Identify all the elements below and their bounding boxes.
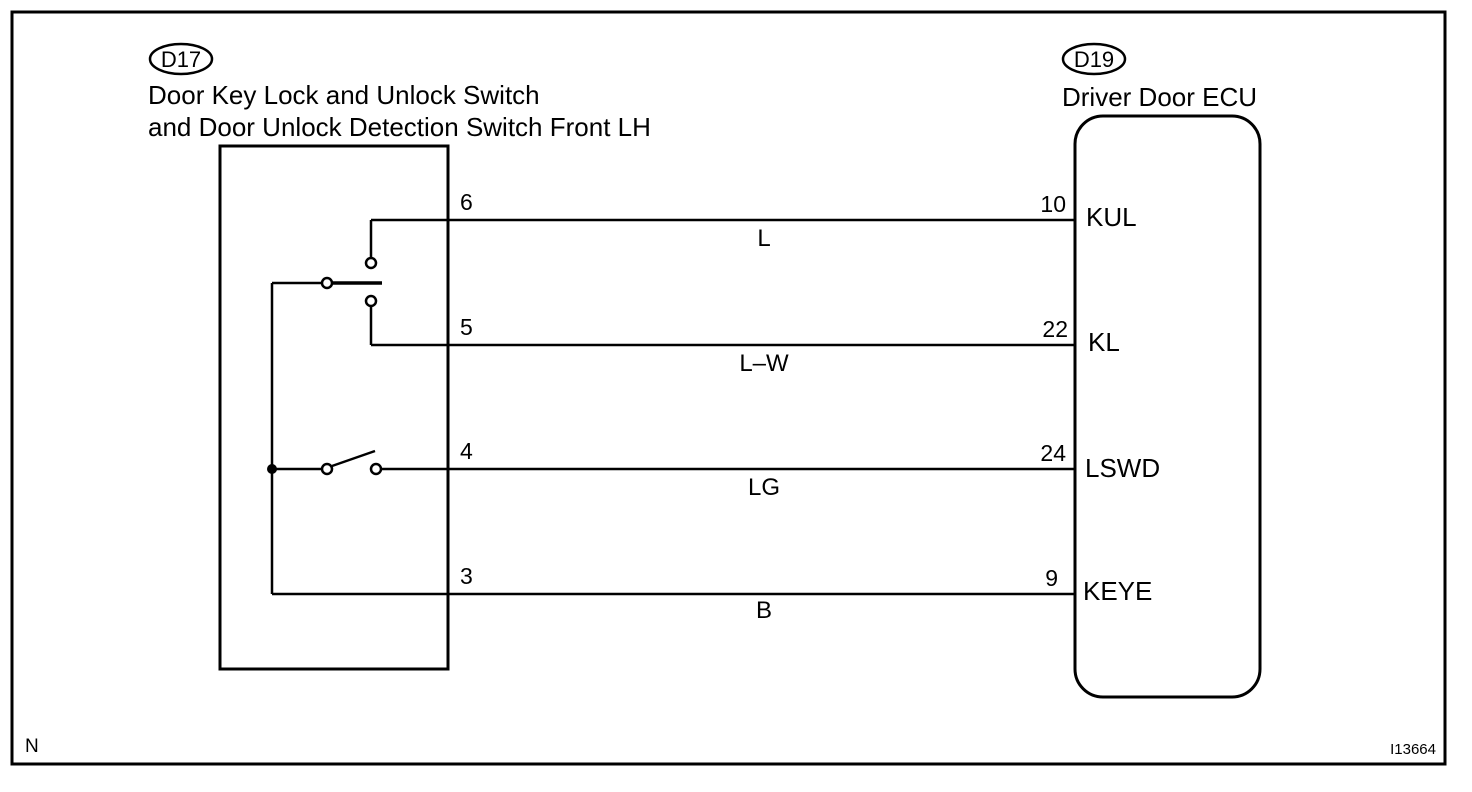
detect-switch-blade	[331, 449, 376, 468]
wire-color-l: L	[757, 225, 770, 252]
d19-title: Driver Door ECU	[1062, 82, 1257, 112]
d19-pin-24: 24	[1040, 440, 1066, 466]
d19-pin-22: 22	[1042, 316, 1068, 342]
lock-contact	[364, 294, 378, 308]
key-switch-common-contact	[320, 276, 334, 290]
terminal-kl: KL	[1088, 327, 1120, 357]
wire-color-b: B	[756, 597, 772, 624]
unlock-contact	[364, 256, 378, 270]
d17-component-box	[218, 144, 450, 671]
figure-id: I13664	[1390, 741, 1436, 758]
terminal-keye: KEYE	[1083, 576, 1152, 606]
corner-mark: N	[25, 736, 39, 757]
wire-color-lg: LG	[748, 474, 780, 501]
d19-connector-oval	[1061, 42, 1127, 76]
d17-title-line2: and Door Unlock Detection Switch Front L…	[148, 112, 651, 142]
detect-switch-contact-a	[320, 462, 334, 476]
terminal-lswd: LSWD	[1085, 453, 1160, 483]
d17-pin-6: 6	[460, 189, 473, 215]
d17-connector-id: D17	[161, 47, 201, 72]
d19-pin-9: 9	[1045, 565, 1058, 591]
d19-connector-id: D19	[1074, 47, 1114, 72]
wire-color-l-w: L–W	[739, 350, 789, 377]
d19-ecu-box	[1073, 114, 1262, 699]
d17-pin-5: 5	[460, 314, 473, 340]
d19-pin-10: 10	[1040, 191, 1066, 217]
d17-internal-circuit	[270, 218, 448, 596]
d17-pin-3: 3	[460, 563, 473, 589]
detect-switch-contact-b	[369, 462, 383, 476]
terminal-kul: KUL	[1086, 202, 1137, 232]
diagram-frame	[10, 10, 1447, 766]
d17-title-line1: Door Key Lock and Unlock Switch	[148, 80, 540, 110]
d17-connector-oval	[148, 42, 214, 76]
d17-pin-4: 4	[460, 438, 473, 464]
junction-dot	[267, 464, 277, 474]
